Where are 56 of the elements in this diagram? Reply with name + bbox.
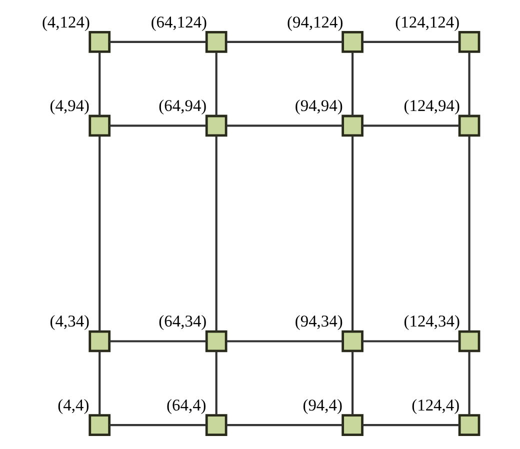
connector: [362, 40, 459, 43]
node-box: [204, 330, 227, 352]
node-box: [88, 30, 110, 53]
connector: [214, 351, 217, 416]
node-box: [88, 414, 110, 436]
node-label: (64,124): [150, 12, 207, 32]
connector: [109, 424, 206, 426]
node-label: (4,4): [57, 396, 89, 415]
node-label: (4,124): [41, 12, 90, 32]
node-label: (4,34): [49, 312, 90, 331]
node-box: [341, 330, 363, 352]
connector: [362, 340, 459, 342]
connector: [98, 136, 100, 332]
node-box: [88, 330, 110, 352]
connector: [468, 52, 470, 116]
node-box: [204, 414, 227, 436]
node-box: [341, 114, 363, 137]
node-label: (124,4): [411, 396, 460, 415]
connector: [362, 424, 459, 426]
node-label: (64,34): [158, 312, 206, 331]
node-label: (4,94): [49, 96, 90, 116]
node-label: (124,124): [394, 12, 460, 32]
node-label: (94,94): [294, 96, 342, 116]
node-box: [458, 330, 480, 352]
node-label: (94,4): [302, 396, 342, 415]
connector: [98, 351, 100, 416]
connector: [109, 124, 206, 127]
node-label: (64,4): [166, 396, 206, 415]
connector: [214, 52, 217, 116]
node-label: (94,34): [294, 312, 342, 331]
connector: [226, 424, 342, 426]
connector: [226, 124, 342, 127]
connector: [351, 52, 354, 116]
connector: [351, 136, 354, 332]
node-box: [204, 30, 227, 53]
connector: [226, 340, 342, 342]
connector: [109, 40, 206, 43]
node-box: [341, 30, 363, 53]
connector: [468, 136, 470, 332]
node-label: (124,94): [403, 96, 460, 116]
node-label: (94,124): [286, 12, 343, 32]
node-label: (124,34): [403, 312, 460, 331]
connector: [98, 52, 100, 116]
connector: [109, 340, 206, 342]
node-box: [458, 414, 480, 436]
node-box: [341, 414, 363, 436]
node-box: [204, 114, 227, 137]
connector: [226, 40, 342, 43]
node-box: [458, 114, 480, 137]
connector: [351, 351, 354, 416]
node-label: (64,94): [158, 96, 206, 116]
connector: [362, 124, 459, 127]
node-box: [88, 114, 110, 137]
connector: [468, 351, 470, 416]
node-box: [458, 30, 480, 53]
connector: [214, 136, 217, 332]
